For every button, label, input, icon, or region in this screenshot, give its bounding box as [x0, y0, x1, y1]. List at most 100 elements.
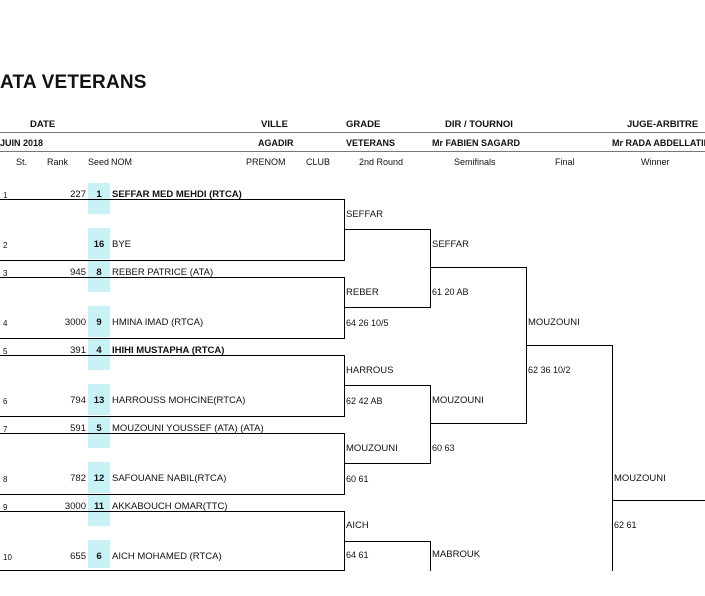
- grade-value: VETERANS: [346, 138, 396, 148]
- col-seed: Seed: [88, 157, 110, 167]
- row-number: 9: [3, 503, 8, 512]
- round2-score: 64 26 10/5: [346, 318, 389, 328]
- player-rank: 591: [70, 423, 86, 434]
- seed-highlight: [88, 462, 110, 493]
- header-divider: [0, 132, 705, 133]
- player-name: SEFFAR MED MEHDI (RTCA): [112, 189, 242, 200]
- player-name: AICH MOHAMED (RTCA): [112, 551, 222, 562]
- bracket-line: [0, 277, 344, 278]
- player-rank: 3000: [64, 317, 86, 328]
- row-number: 3: [3, 269, 8, 278]
- final-score: 62 36 10/2: [528, 365, 571, 375]
- round2-winner: MOUZOUNI: [346, 443, 398, 454]
- bracket-line: [0, 494, 344, 495]
- bracket-connector: [430, 229, 431, 308]
- player-name: IHIHI MUSTAPHA (RTCA): [112, 345, 225, 356]
- round2-winner: REBER: [346, 287, 379, 298]
- bracket-line: [344, 307, 431, 308]
- seed-highlight: [88, 228, 110, 259]
- bracket-line: [526, 345, 613, 346]
- bracket-connector: [612, 345, 613, 571]
- page-title: ATA VETERANS: [0, 72, 147, 93]
- player-rank: 3000: [64, 501, 86, 512]
- seed-highlight: [88, 261, 110, 292]
- ville-value: AGADIR: [258, 138, 294, 148]
- round2-score: 60 61: [346, 474, 369, 484]
- bracket-line: [0, 199, 344, 200]
- seed-highlight: [88, 417, 110, 448]
- row-number: 10: [3, 553, 12, 562]
- juge-arbitre-label: JUGE-ARBITRE: [627, 119, 699, 130]
- semifinal-score: 61 20 AB: [432, 287, 469, 297]
- player-seed: 6: [96, 551, 102, 562]
- header-divider: [0, 151, 705, 152]
- player-seed: 13: [93, 395, 105, 406]
- bracket-line: [0, 570, 344, 571]
- row-number: 5: [3, 347, 8, 356]
- bracket-line: [344, 229, 431, 230]
- bracket-line: [0, 511, 344, 512]
- player-rank: 794: [70, 395, 86, 406]
- row-number: 8: [3, 475, 8, 484]
- seed-highlight: [88, 495, 110, 526]
- player-seed: 1: [96, 189, 102, 200]
- round2-winner: SEFFAR: [346, 209, 383, 220]
- bracket-connector: [430, 385, 431, 464]
- seed-highlight: [88, 183, 110, 214]
- dir-tournoi-value: Mr FABIEN SAGARD: [432, 138, 521, 148]
- bracket-line: [344, 463, 431, 464]
- grade-label: GRADE: [346, 119, 381, 130]
- bracket-line: [0, 338, 344, 339]
- bracket-line: [0, 416, 344, 417]
- col-st: St.: [16, 157, 28, 167]
- player-name: AKKABOUCH OMAR(TTC): [112, 501, 228, 512]
- player-seed: 5: [96, 423, 102, 434]
- juge-arbitre-value: Mr RADA ABDELLATIF: [612, 138, 705, 148]
- seed-highlight: [88, 540, 110, 568]
- bracket-line: [344, 385, 431, 386]
- date-value: JUIN 2018: [0, 138, 44, 148]
- round2-winner: HARROUS: [346, 365, 394, 376]
- tournament-winner: MOUZOUNI: [614, 473, 666, 484]
- player-rank: 945: [70, 267, 86, 278]
- player-name: BYE: [112, 239, 132, 250]
- player-seed: 9: [96, 317, 102, 328]
- seed-highlight: [88, 306, 110, 337]
- player-rank: 782: [70, 473, 86, 484]
- player-name: MOUZOUNI YOUSSEF (ATA) (ATA): [112, 423, 264, 434]
- player-seed: 8: [96, 267, 102, 278]
- row-number: 7: [3, 425, 8, 434]
- bracket-line: [430, 423, 527, 424]
- col-final: Final: [555, 157, 575, 167]
- bracket-line: [0, 260, 344, 261]
- dir-tournoi-label: DIR / TOURNOI: [445, 119, 513, 130]
- bracket-line: [612, 500, 705, 501]
- bracket-connector: [344, 355, 345, 417]
- seed-highlight: [88, 339, 110, 370]
- semifinal-winner: MOUZOUNI: [432, 395, 484, 406]
- player-rank: 655: [70, 551, 86, 562]
- col-winner: Winner: [641, 157, 670, 167]
- winner-score: 62 61: [614, 520, 637, 530]
- bracket-line: [430, 267, 527, 268]
- round2-score: 62 42 AB: [346, 396, 383, 406]
- player-seed: 11: [93, 501, 105, 512]
- player-name: HMINA IMAD (RTCA): [112, 317, 204, 328]
- player-seed: 16: [93, 239, 105, 250]
- bracket-line: [344, 541, 431, 542]
- final-winner: MOUZOUNI: [528, 317, 580, 328]
- semifinal-winner: SEFFAR: [432, 239, 469, 250]
- row-number: 2: [3, 241, 8, 250]
- bracket-line: [0, 355, 344, 356]
- row-number: 4: [3, 319, 8, 328]
- semifinal-winner: MABROUK: [432, 549, 481, 560]
- bracket-line: [0, 433, 344, 434]
- player-name: REBER PATRICE (ATA): [112, 267, 214, 278]
- col-rank: Rank: [47, 157, 69, 167]
- col-club: CLUB: [306, 157, 331, 167]
- round2-winner: AICH: [346, 520, 369, 531]
- bracket-connector: [430, 541, 431, 571]
- date-label: DATE: [30, 119, 56, 130]
- player-seed: 12: [93, 473, 105, 484]
- col-2nd-round: 2nd Round: [359, 157, 404, 167]
